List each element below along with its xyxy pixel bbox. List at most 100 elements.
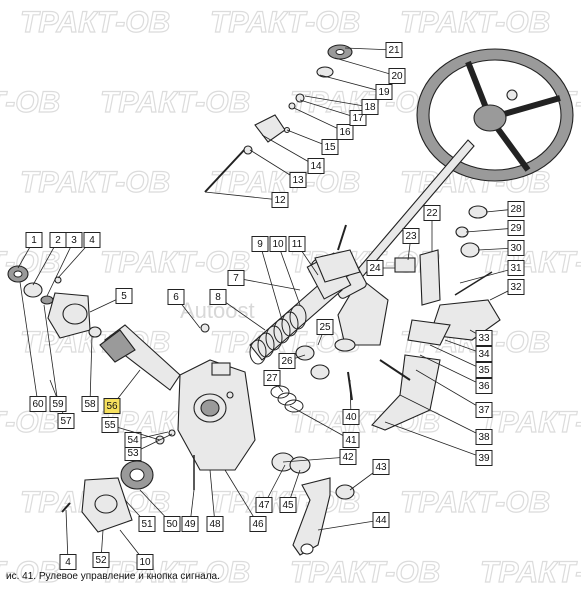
callout-box-43 xyxy=(372,459,390,475)
callout-label-27: 27 xyxy=(266,373,278,384)
callout-leader xyxy=(277,243,301,306)
figure-caption: ис. 41. Рулевое управление и кнопка сигн… xyxy=(6,571,220,582)
callout-label-13: 13 xyxy=(292,175,304,186)
callout-box-56 xyxy=(103,398,121,414)
callout-leader xyxy=(261,134,317,167)
callout-box-1 xyxy=(25,232,43,248)
callout-leader xyxy=(459,267,517,284)
callout-leader xyxy=(19,281,39,405)
callout-box-4 xyxy=(83,232,101,248)
callout-label-30: 30 xyxy=(510,243,522,254)
callout-label-20: 20 xyxy=(391,71,403,82)
callout-label-16: 16 xyxy=(339,127,351,138)
callout-label-48: 48 xyxy=(209,519,221,530)
callout-label-43: 43 xyxy=(375,462,387,473)
callout-leader xyxy=(334,57,398,77)
callout-box-55 xyxy=(101,417,119,433)
callout-box-10 xyxy=(269,236,287,252)
callout-label-59: 59 xyxy=(52,399,64,410)
callout-label-31: 31 xyxy=(510,263,522,274)
callout-label-2: 2 xyxy=(55,235,61,246)
callout-box-49 xyxy=(181,516,199,532)
callout-label-33: 33 xyxy=(478,333,490,344)
callout-label-42: 42 xyxy=(342,452,354,463)
callout-label-50: 50 xyxy=(166,519,178,530)
callout-label-11: 11 xyxy=(292,239,303,250)
callout-box-58 xyxy=(81,396,99,412)
callout-label-22: 22 xyxy=(426,208,438,219)
callout-box-29 xyxy=(507,220,525,236)
callout-label-39: 39 xyxy=(478,453,490,464)
watermark-text: ТРАКТ-ОВ xyxy=(400,486,550,519)
callout-box-28 xyxy=(507,201,525,217)
watermark-text: ТРАКТ-ОВ xyxy=(400,6,550,39)
callout-label-36: 36 xyxy=(478,381,490,392)
callout-box-41 xyxy=(342,432,360,448)
callout-label-25: 25 xyxy=(319,322,331,333)
callout-leader xyxy=(89,335,93,405)
callout-label-28: 28 xyxy=(510,204,522,215)
callout-label-60: 60 xyxy=(32,399,44,410)
watermark-text: ТРАКТ-ОВ xyxy=(480,556,581,589)
callout-box-34 xyxy=(475,346,493,362)
callout-box-45 xyxy=(279,497,297,513)
callout-label-12: 12 xyxy=(274,195,286,206)
worm-shaft xyxy=(99,324,181,391)
callout-label-4: 4 xyxy=(89,235,95,246)
callout-label-17: 17 xyxy=(352,113,364,124)
sector-gear xyxy=(61,429,195,533)
watermark-text: ТРАКТ-ОВ xyxy=(100,246,250,279)
callout-label-10: 10 xyxy=(139,557,151,568)
callout-label-44: 44 xyxy=(375,515,387,526)
callout-label-19: 19 xyxy=(378,87,390,98)
callout-label-7: 7 xyxy=(233,273,239,284)
callout-box-26 xyxy=(278,353,296,369)
callout-box-6 xyxy=(167,289,185,305)
callout-leader xyxy=(415,369,485,411)
callout-label-14: 14 xyxy=(310,161,322,172)
callout-box-27 xyxy=(263,370,281,386)
callout-box-50 xyxy=(163,516,181,532)
callout-label-56: 56 xyxy=(106,401,118,412)
callout-leader xyxy=(399,394,485,438)
callout-label-32: 32 xyxy=(510,282,522,293)
callout-box-14 xyxy=(307,158,325,174)
callout-box-21 xyxy=(385,42,403,58)
callout-label-29: 29 xyxy=(510,223,522,234)
watermark-text: ТРАКТ-ОВ xyxy=(480,406,581,439)
callout-box-42 xyxy=(339,449,357,465)
callout-box-15 xyxy=(321,139,339,155)
callout-label-8: 8 xyxy=(215,292,221,303)
callout-box-52 xyxy=(92,552,110,568)
callout-box-54 xyxy=(124,432,142,448)
callout-label-55: 55 xyxy=(104,420,116,431)
callout-label-34: 34 xyxy=(478,349,490,360)
watermark-text: ТРАКТ-ОВ xyxy=(100,86,250,119)
callout-label-40: 40 xyxy=(345,412,357,423)
watermark-text: ТРАКТ-ОВ xyxy=(210,6,360,39)
callout-label-45: 45 xyxy=(282,500,294,511)
callout-box-39 xyxy=(475,450,493,466)
watermark-text: ТРАКТ-ОВ xyxy=(0,556,60,589)
callout-box-23 xyxy=(402,228,420,244)
callout-leader xyxy=(282,456,349,463)
callout-leader xyxy=(317,519,382,531)
callout-label-53: 53 xyxy=(127,448,139,459)
callout-label-51: 51 xyxy=(141,519,153,530)
callout-label-38: 38 xyxy=(478,432,490,443)
callout-leader xyxy=(429,344,485,371)
callout-box-31 xyxy=(507,260,525,276)
exploded-parts xyxy=(7,44,574,556)
callout-label-52: 52 xyxy=(95,555,107,566)
callout-label-26: 26 xyxy=(281,356,293,367)
callout-label-5: 5 xyxy=(121,291,127,302)
watermark-text: ТРАКТ-ОВ xyxy=(20,6,170,39)
callout-box-7 xyxy=(227,270,245,286)
callout-leader xyxy=(419,354,485,387)
watermark-text: ТРАКТ-ОВ xyxy=(100,556,250,589)
callout-label-46: 46 xyxy=(252,519,264,530)
callout-box-60 xyxy=(29,396,47,412)
callout-box-36 xyxy=(475,378,493,394)
watermark-text: ТРАКТ-ОВ xyxy=(480,246,581,279)
callout-box-59 xyxy=(49,396,67,412)
